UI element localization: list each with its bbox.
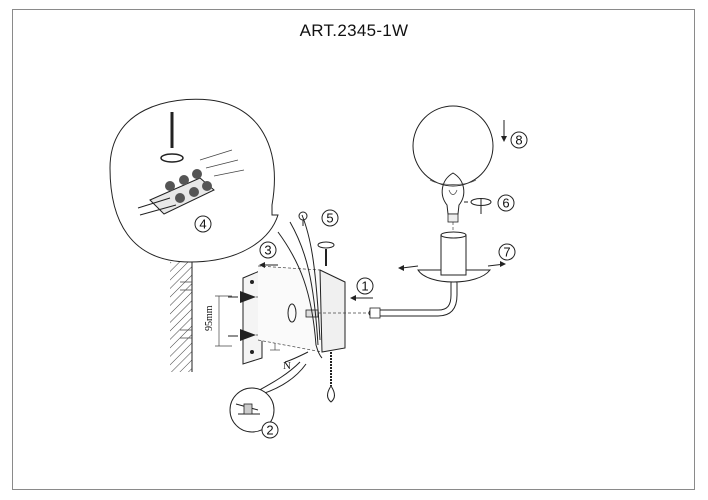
dimension-95-label: 95mm bbox=[204, 305, 215, 331]
bobeche bbox=[398, 261, 506, 283]
step-7-label: 7 bbox=[503, 245, 510, 260]
step-8-label: 8 bbox=[515, 133, 522, 148]
step-1-badge: 1 bbox=[356, 277, 374, 295]
wall bbox=[170, 262, 193, 372]
glass-globe bbox=[412, 105, 494, 187]
page-title: ART.2345-1W bbox=[299, 21, 409, 40]
mounting-plate bbox=[228, 269, 278, 365]
wire-connector-detail bbox=[229, 387, 275, 433]
step-5-badge: 5 bbox=[321, 209, 339, 227]
socket bbox=[440, 212, 467, 276]
ring-nut bbox=[464, 198, 492, 214]
screw-washer bbox=[298, 211, 335, 266]
wall-canopy bbox=[257, 265, 380, 353]
dimension-95mm: 95mm bbox=[204, 295, 232, 347]
arrow-1 bbox=[350, 295, 373, 301]
drawing-frame bbox=[12, 9, 695, 490]
step-2-badge: 2 bbox=[261, 421, 279, 439]
step-5-label: 5 bbox=[326, 211, 333, 226]
step-6-badge: 6 bbox=[497, 194, 515, 212]
terminal-detail bbox=[109, 98, 279, 263]
step-8-badge: 8 bbox=[510, 131, 528, 149]
bulb bbox=[441, 172, 465, 223]
arrow-3 bbox=[259, 262, 278, 268]
step-4-badge: 4 bbox=[194, 215, 212, 233]
arrow-8 bbox=[501, 120, 507, 142]
step-2-label: 2 bbox=[266, 423, 273, 438]
step-1-label: 1 bbox=[361, 279, 368, 294]
pull-chain bbox=[327, 352, 335, 403]
step-7-badge: 7 bbox=[498, 243, 516, 261]
lamp-arm bbox=[368, 279, 458, 319]
step-6-label: 6 bbox=[502, 196, 509, 211]
wire-n-label: N bbox=[283, 360, 291, 372]
step-4-label: 4 bbox=[199, 217, 206, 232]
step-3-badge: 3 bbox=[259, 241, 277, 259]
step-3-label: 3 bbox=[264, 243, 271, 258]
